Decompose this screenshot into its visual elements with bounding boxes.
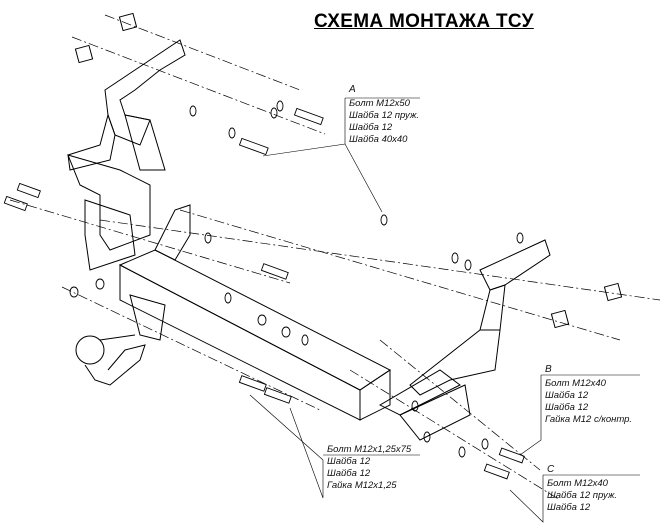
main-crossbar — [118, 204, 391, 421]
callout-a-item: Шайба 12 — [349, 122, 393, 133]
callout-c-item: Шайба 12 пруж. — [547, 490, 618, 501]
callout-b-item: Гайка М12 с/контр. — [545, 414, 633, 425]
callout-a-item: Болт М12х50 — [349, 98, 410, 109]
right-bracket — [378, 239, 551, 441]
callout-c-item: Шайба 12 — [547, 502, 591, 513]
callout-b-item: Болт М12х40 — [545, 378, 606, 389]
washers-nuts — [69, 100, 524, 458]
callout-bolt-m12x125: Болт М12х1,25х75 Шайба 12 Шайба 12 Гайка… — [327, 444, 411, 492]
callout-c: C Болт М12х40 Шайба 12 пруж. Шайба 12 — [547, 464, 617, 514]
bolts — [3, 107, 525, 480]
callout-bolt-m12x125-item: Гайка М12х1,25 — [327, 480, 397, 491]
callout-a-item: Шайба 40х40 — [349, 134, 408, 145]
square-washers — [74, 12, 623, 329]
callout-bolt-m12x125-item: Шайба 12 — [327, 468, 371, 479]
callout-b-letter: B — [545, 364, 552, 375]
callout-c-letter: C — [547, 464, 555, 475]
callout-bolt-m12x125-item: Болт М12х1,25х75 — [327, 444, 412, 455]
axis-lines — [9, 14, 661, 501]
callout-a-letter: A — [349, 84, 356, 95]
callout-b: B Болт М12х40 Шайба 12 Шайба 12 Гайка М1… — [545, 364, 632, 426]
tow-ball — [75, 334, 146, 386]
callout-bolt-m12x125-item: Шайба 12 — [327, 456, 371, 467]
diagram-title: СХЕМА МОНТАЖА ТСУ — [314, 11, 534, 32]
leader-lines — [249, 97, 640, 523]
left-bracket — [67, 39, 186, 271]
callout-c-item: Болт М12х40 — [547, 478, 608, 489]
callout-a: A Болт М12х50 Шайба 12 пруж. Шайба 12 Ша… — [349, 84, 419, 146]
callout-b-item: Шайба 12 — [545, 390, 589, 401]
callout-a-item: Шайба 12 пруж. — [349, 110, 420, 121]
callout-b-item: Шайба 12 — [545, 402, 589, 413]
